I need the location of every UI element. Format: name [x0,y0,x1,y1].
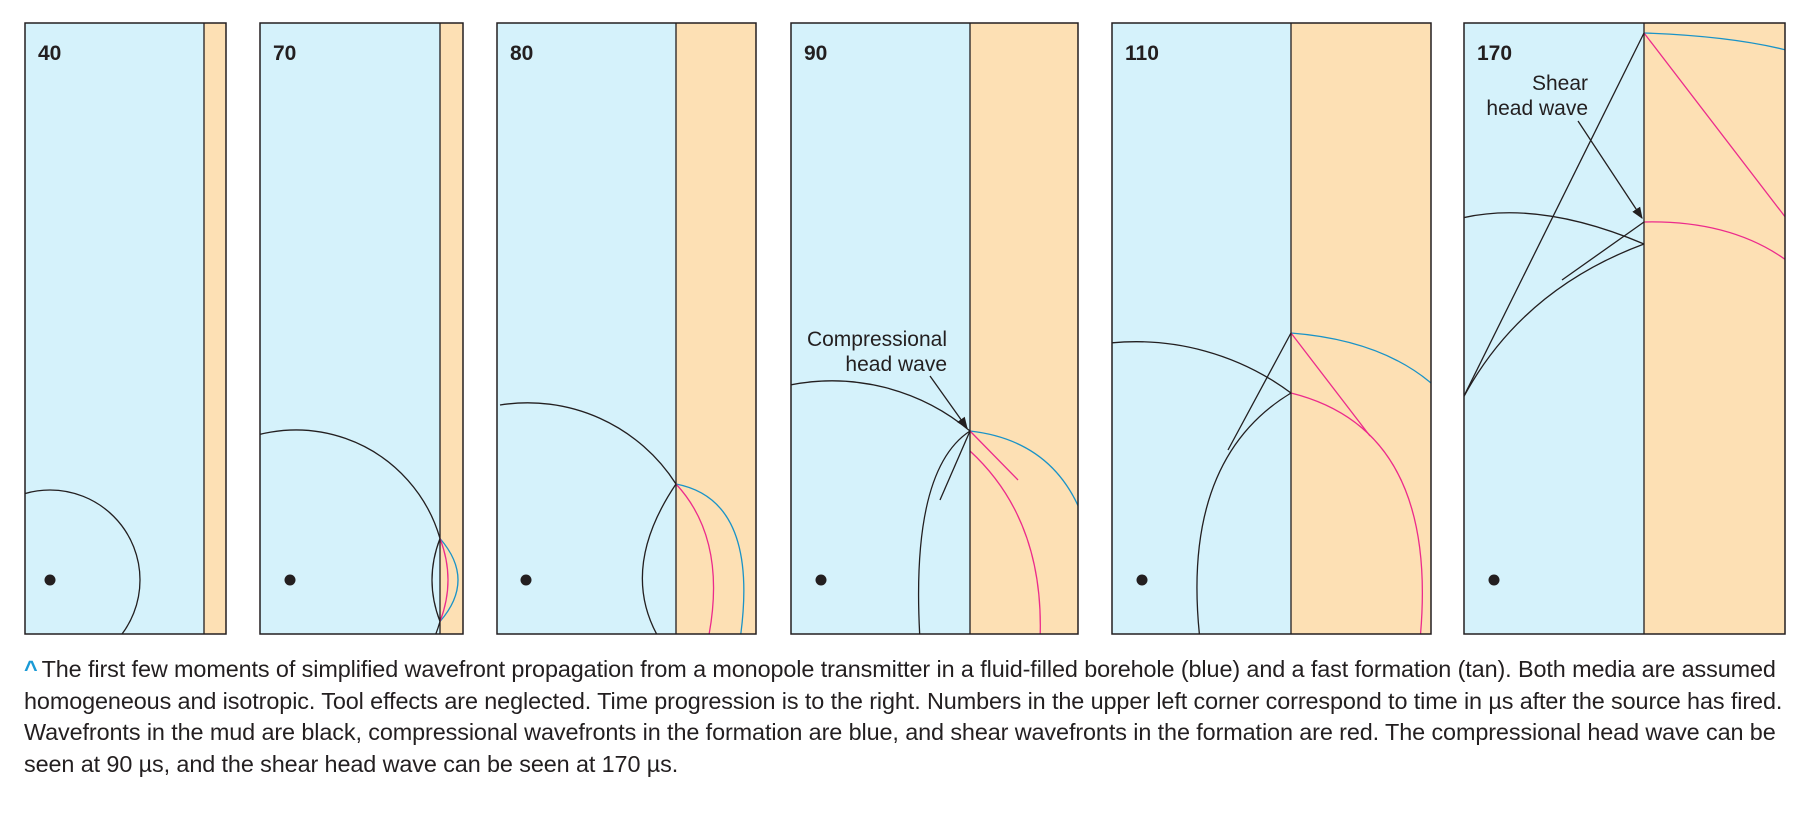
source-dot [815,574,827,586]
panel-frame [1111,22,1432,635]
panel-time-label: 110 [1125,42,1159,65]
mud-wavefront [1112,341,1292,394]
mud-wavefront [25,489,141,634]
panel-time-label: 90 [804,42,827,65]
mud-region [25,23,204,634]
mud-wavefront [499,402,677,485]
wavefront-figure: 40 70 80 [24,22,1786,635]
shear-wavefront [675,483,715,634]
mud-wavefront-reflected [431,538,441,622]
source-dot [284,574,296,586]
formation-region [440,23,463,634]
panel-time-label: 80 [510,42,533,65]
mud-wavefront [260,429,441,634]
panel-40us: 40 [24,22,227,635]
panel-170us: 170 Shear head wave [1463,22,1786,635]
mud-wavefront [791,380,971,432]
shear-wavefront [969,430,1019,481]
shear-wavefront [1643,32,1785,218]
mud-wavefront-reflected [641,483,677,634]
source-dot [1136,574,1148,586]
caption-marker: ^ [24,656,38,682]
compressional-wavefront [1290,332,1431,384]
shear-wavefront [439,538,449,622]
shear-head-wave [1561,221,1645,281]
formation-region [1291,23,1431,634]
panel-frame [24,22,227,635]
compressional-head-wave [1227,332,1292,451]
compressional-head-wave-label: head wave [845,353,947,376]
caption-text: The first few moments of simplified wave… [24,656,1783,777]
compressional-wavefront [1643,32,1785,51]
shear-wavefront [969,450,1041,634]
mud-region [1112,23,1291,634]
mud-wavefront-reflected [917,430,971,634]
compressional-wavefront [675,483,745,634]
mud-region [260,23,440,634]
mud-wavefront [1464,212,1645,245]
shear-head-wave-label: head wave [1486,97,1588,120]
panel-frame [259,22,464,635]
panel-time-label: 70 [273,42,296,65]
source-dot [520,574,532,586]
figure-caption: ^The first few moments of simplified wav… [24,654,1794,780]
shear-head-wave-arrow [1577,120,1643,219]
panel-70us: 70 [259,22,464,635]
panel-80us: 80 [496,22,757,635]
panel-time-label: 170 [1477,42,1512,65]
panel-90us: 90 Compressional head wave [790,22,1079,635]
compressional-head-wave-label: Compressional [807,328,947,351]
shear-wavefront [1290,332,1371,437]
source-dot [44,574,56,586]
mud-wavefront-reflected [1196,392,1292,634]
mud-region [1464,23,1644,634]
shear-wavefront [1290,392,1423,634]
mud-region [497,23,676,634]
panel-frame [790,22,1079,635]
panel-time-label: 40 [38,42,61,65]
panel-frame [1463,22,1786,635]
formation-region [204,23,226,634]
compressional-wavefront [439,538,459,622]
compressional-head-wave [939,430,971,501]
compressional-head-wave-arrow [929,375,968,429]
mud-region [791,23,970,634]
compressional-head-wave [1464,32,1645,398]
formation-region [676,23,756,634]
shear-head-wave-label: Shear [1532,72,1588,95]
source-dot [1488,574,1500,586]
formation-region [970,23,1078,634]
mud-wavefront-reflected [1464,243,1645,398]
compressional-wavefront [969,430,1078,508]
panel-110us: 110 [1111,22,1432,635]
panel-frame [496,22,757,635]
shear-wavefront [1643,221,1785,261]
formation-region [1644,23,1785,634]
